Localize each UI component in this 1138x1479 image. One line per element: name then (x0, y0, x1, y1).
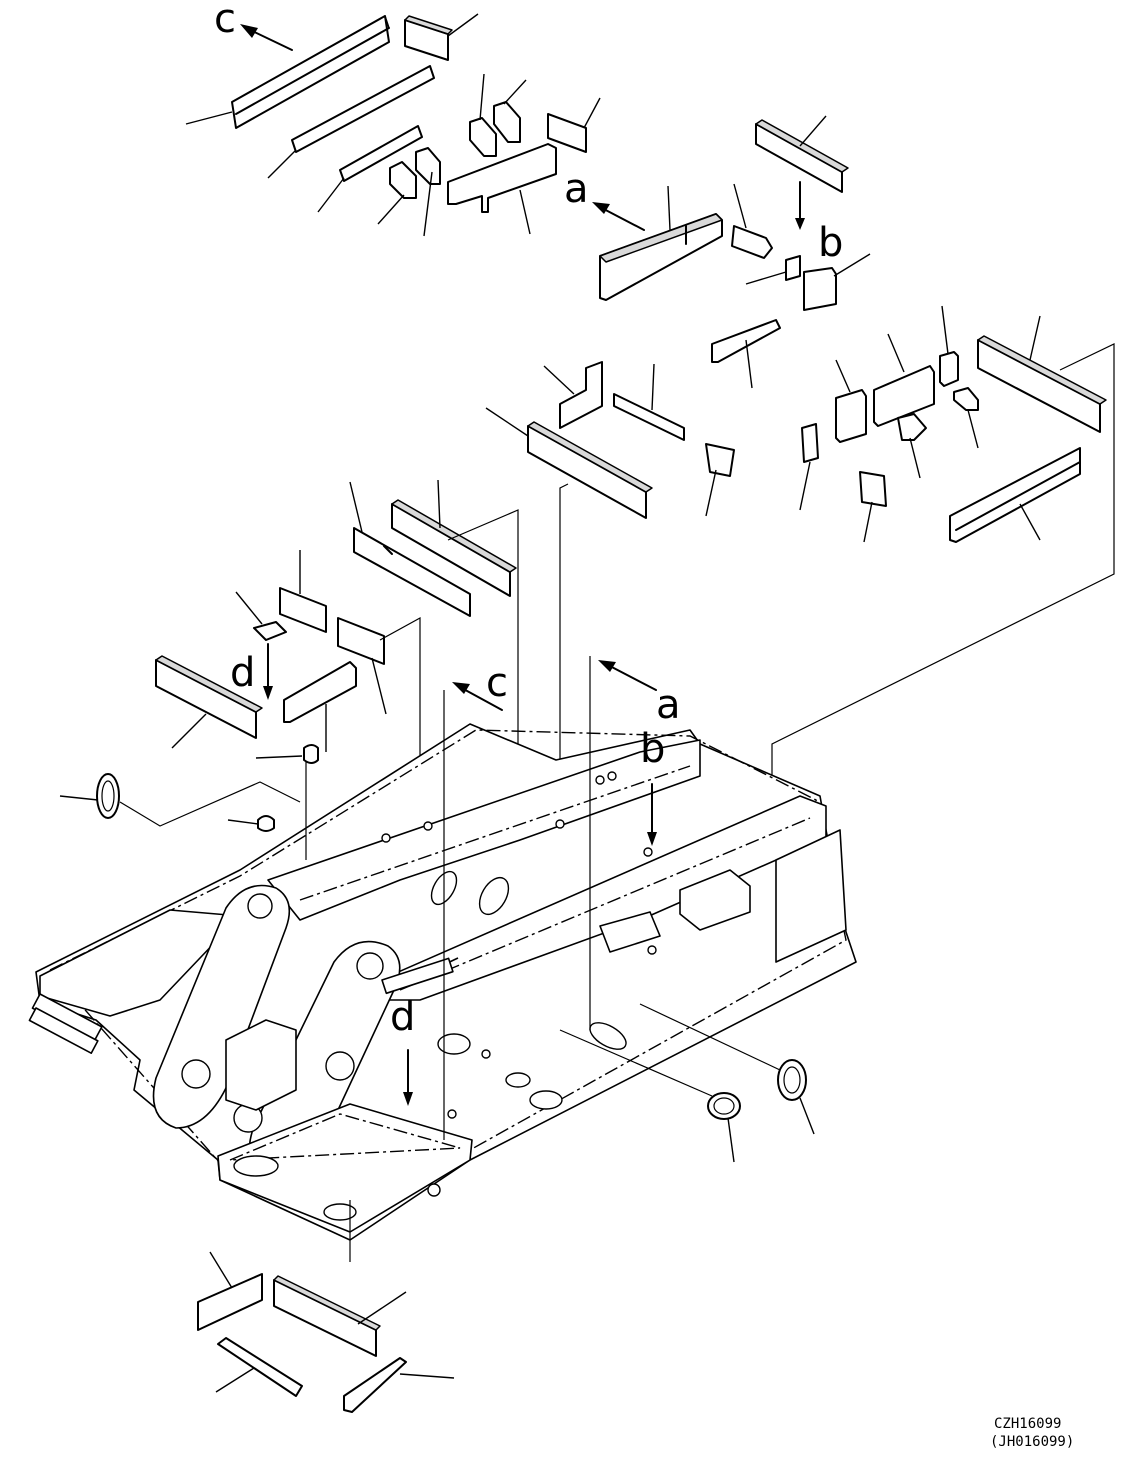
pad-right-bracket (953, 387, 979, 411)
label-c-top: c (214, 0, 236, 42)
pad-b-square (803, 267, 837, 311)
frame-beam-left (267, 739, 701, 921)
label-d-bottom: d (390, 994, 415, 1040)
grommet-right-2 (777, 1059, 807, 1101)
pad-mid-strip (613, 393, 685, 441)
pad-right-small-2 (801, 423, 819, 463)
pad-mid-tab (705, 443, 735, 477)
view-arrow-a-bottom (605, 663, 657, 691)
pad-right-block-1 (835, 389, 867, 443)
drawing-code: CZH16099 (994, 1416, 1061, 1432)
pad-d-slanted (283, 661, 357, 723)
pad-mid-block (279, 587, 327, 633)
pad-c-square (547, 113, 587, 153)
pad-group-bottom (197, 1251, 455, 1413)
pad-b-tiny (785, 255, 801, 281)
pad-c-notched-plate (447, 143, 557, 213)
grommet-left (96, 773, 120, 819)
label-b-bottom: b (640, 726, 665, 772)
grommet-right-1 (707, 1092, 741, 1120)
label-a-top: a (564, 166, 589, 212)
frame-right-block (679, 869, 751, 931)
pad-mid-block-2 (337, 617, 385, 665)
pad-bottom-1 (197, 1273, 263, 1331)
cap-plug-1 (303, 744, 319, 764)
leader-line (185, 111, 233, 125)
cap-plug-2 (257, 815, 275, 832)
leader-grommet-left (119, 781, 301, 827)
frame-view-arrows: c a b d (390, 656, 681, 1140)
pad-mid-sheet (253, 621, 287, 641)
cab-mount (225, 1019, 297, 1111)
pad-c-bracket-2 (415, 147, 441, 185)
pad-group-d: d (59, 643, 357, 832)
pad-right-plate (873, 365, 935, 427)
label-a-bottom: a (656, 682, 681, 728)
pad-bottom-3 (217, 1337, 303, 1397)
pad-group-middle (235, 361, 735, 1140)
pad-mid-long (527, 425, 647, 519)
pad-group-a-b: a b (564, 115, 871, 389)
pad-mid-notched (353, 527, 471, 617)
pad-right-long-1 (977, 339, 1101, 433)
pad-a-angle-block (731, 225, 773, 259)
label-c-bottom: c (486, 660, 508, 706)
revolving-frame (28, 723, 857, 1262)
pad-right-square (859, 471, 887, 507)
pad-group-c: c (185, 0, 601, 237)
label-b-top: b (818, 220, 843, 266)
pad-c-bracket-3 (469, 117, 497, 157)
pad-c-strip-1 (291, 65, 435, 153)
pad-right-corner (897, 413, 927, 441)
pad-c-strip-2 (339, 125, 423, 182)
label-d-top: d (230, 650, 255, 696)
pad-bottom-4 (343, 1357, 407, 1413)
pad-right-small-1 (939, 351, 959, 387)
pad-c-bracket-4 (493, 101, 521, 143)
pad-group-right (771, 305, 1115, 920)
frame-rear-plate (217, 1103, 473, 1233)
frame-right-rail (775, 829, 847, 963)
pad-right-long-2 (949, 447, 1081, 543)
pad-c-bracket-1 (389, 161, 417, 199)
grommets-right (559, 1003, 815, 1163)
drawing-code-alt: (JH016099) (990, 1434, 1074, 1450)
pad-mid-bracket (559, 361, 603, 429)
